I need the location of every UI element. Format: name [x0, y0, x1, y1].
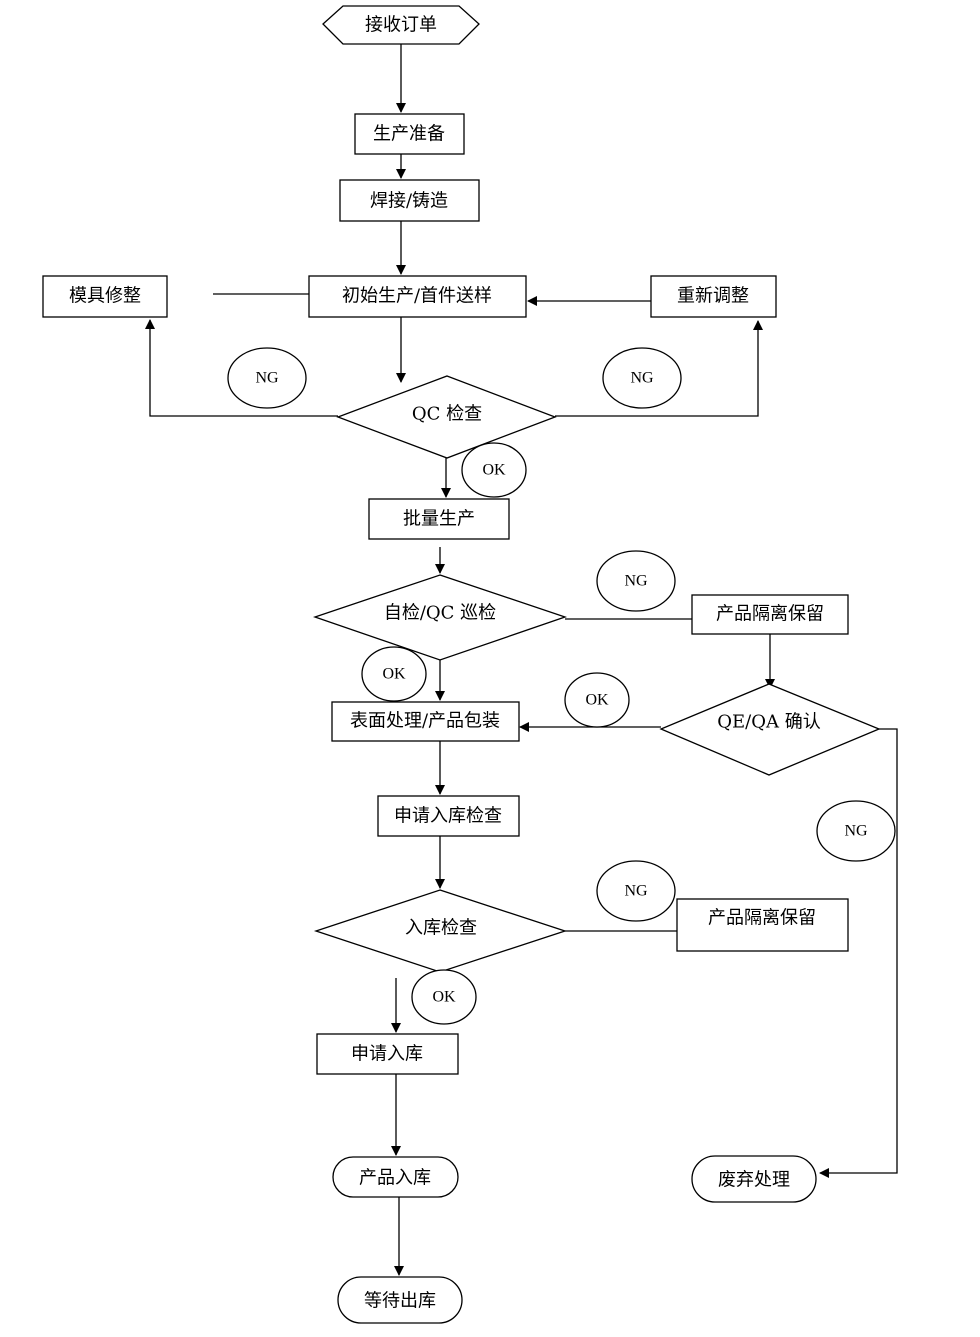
edge-qc-ng-to-mold — [145, 319, 338, 417]
tag-ok-qe: OK — [564, 672, 630, 728]
node-self-inspection: 自检/QC 巡检 — [312, 574, 568, 661]
tag-ng-self: NG — [596, 550, 676, 612]
tag-ng-left-text: NG — [255, 370, 279, 387]
tag-ng-qe: NG — [816, 800, 896, 862]
node-isolate-2: 产品隔离保留 — [676, 898, 849, 952]
node-readjust: 重新调整 — [650, 275, 777, 318]
scrap-label: 废弃处理 — [718, 1170, 790, 1191]
batch-production-label: 批量生产 — [403, 509, 475, 530]
node-production-prep: 生产准备 — [354, 113, 465, 155]
receive-order-label: 接收订单 — [365, 15, 437, 36]
tag-ng-right-text: NG — [630, 370, 654, 387]
tag-ok-self: OK — [361, 646, 427, 702]
tag-ok-self-text: OK — [382, 666, 406, 683]
qe-confirm-label: QE/QA 确认 — [717, 712, 820, 733]
connectors — [145, 44, 898, 1276]
node-qc-check: QC 检查 — [336, 375, 557, 459]
isolate-2-label: 产品隔离保留 — [708, 908, 816, 929]
node-mold-trim: 模具修整 — [42, 275, 168, 318]
in-storage-label: 产品入库 — [359, 1168, 431, 1189]
tag-ng-right: NG — [602, 347, 682, 409]
node-scrap: 废弃处理 — [691, 1155, 817, 1203]
tag-ng-qe-text: NG — [844, 823, 868, 840]
tag-ok-qc-text: OK — [482, 462, 506, 479]
node-storage-check: 入库检查 — [313, 889, 568, 973]
node-apply-storage: 申请入库 — [316, 1033, 459, 1075]
edge-qc-ng-to-readjust — [555, 320, 763, 417]
node-isolate-1: 产品隔离保留 — [691, 594, 849, 635]
apply-check-label: 申请入库检查 — [394, 806, 502, 827]
tag-ok-qe-text: OK — [585, 692, 609, 709]
node-batch-production: 批量生产 — [368, 498, 510, 540]
qc-check-label: QC 检查 — [412, 404, 482, 425]
node-weld-cast: 焊接/铸造 — [339, 179, 480, 222]
node-wait-ship: 等待出库 — [337, 1276, 463, 1324]
tag-ok-storage-text: OK — [432, 989, 456, 1006]
node-apply-check: 申请入库检查 — [377, 795, 520, 837]
node-qe-confirm: QE/QA 确认 — [659, 683, 881, 776]
production-prep-label: 生产准备 — [373, 124, 445, 145]
tag-ng-storage-text: NG — [624, 883, 648, 900]
apply-storage-label: 申请入库 — [351, 1044, 423, 1065]
storage-check-label: 入库检查 — [405, 918, 477, 939]
tag-ok-qc: OK — [461, 442, 527, 498]
initial-production-label: 初始生产/首件送样 — [342, 286, 492, 307]
mold-trim-label: 模具修整 — [69, 286, 141, 307]
tag-ng-left: NG — [227, 347, 307, 409]
tag-ok-storage: OK — [411, 969, 477, 1025]
node-receive-order: 接收订单 — [322, 5, 480, 45]
surface-treatment-label: 表面处理/产品包装 — [350, 711, 500, 732]
edge-qe-ng-to-scrap — [819, 728, 898, 1178]
node-surface-treatment: 表面处理/产品包装 — [331, 701, 520, 742]
tag-ng-storage: NG — [596, 860, 676, 922]
weld-cast-label: 焊接/铸造 — [370, 191, 448, 212]
self-inspection-label: 自检/QC 巡检 — [384, 603, 496, 624]
wait-ship-label: 等待出库 — [364, 1291, 436, 1312]
node-in-storage: 产品入库 — [332, 1156, 459, 1198]
isolate-1-label: 产品隔离保留 — [716, 604, 824, 625]
tag-ng-self-text: NG — [624, 573, 648, 590]
readjust-label: 重新调整 — [677, 286, 749, 307]
node-initial-production: 初始生产/首件送样 — [308, 275, 527, 318]
